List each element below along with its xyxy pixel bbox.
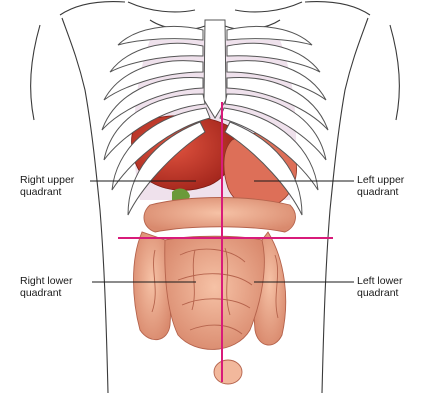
label-left-upper-line2: quadrant [357, 186, 404, 198]
label-left-lower-quadrant: Left lower quadrant [357, 275, 403, 299]
label-right-lower-line1: Right lower [20, 275, 73, 287]
label-right-upper-quadrant: Right upper quadrant [20, 174, 74, 198]
label-right-lower-line2: quadrant [20, 287, 73, 299]
intestines [134, 198, 296, 385]
label-right-upper-line1: Right upper [20, 174, 74, 186]
label-left-lower-line2: quadrant [357, 287, 403, 299]
label-left-lower-line1: Left lower [357, 275, 403, 287]
label-right-upper-line2: quadrant [20, 186, 74, 198]
label-left-upper-line1: Left upper [357, 174, 404, 186]
label-right-lower-quadrant: Right lower quadrant [20, 275, 73, 299]
label-left-upper-quadrant: Left upper quadrant [357, 174, 404, 198]
